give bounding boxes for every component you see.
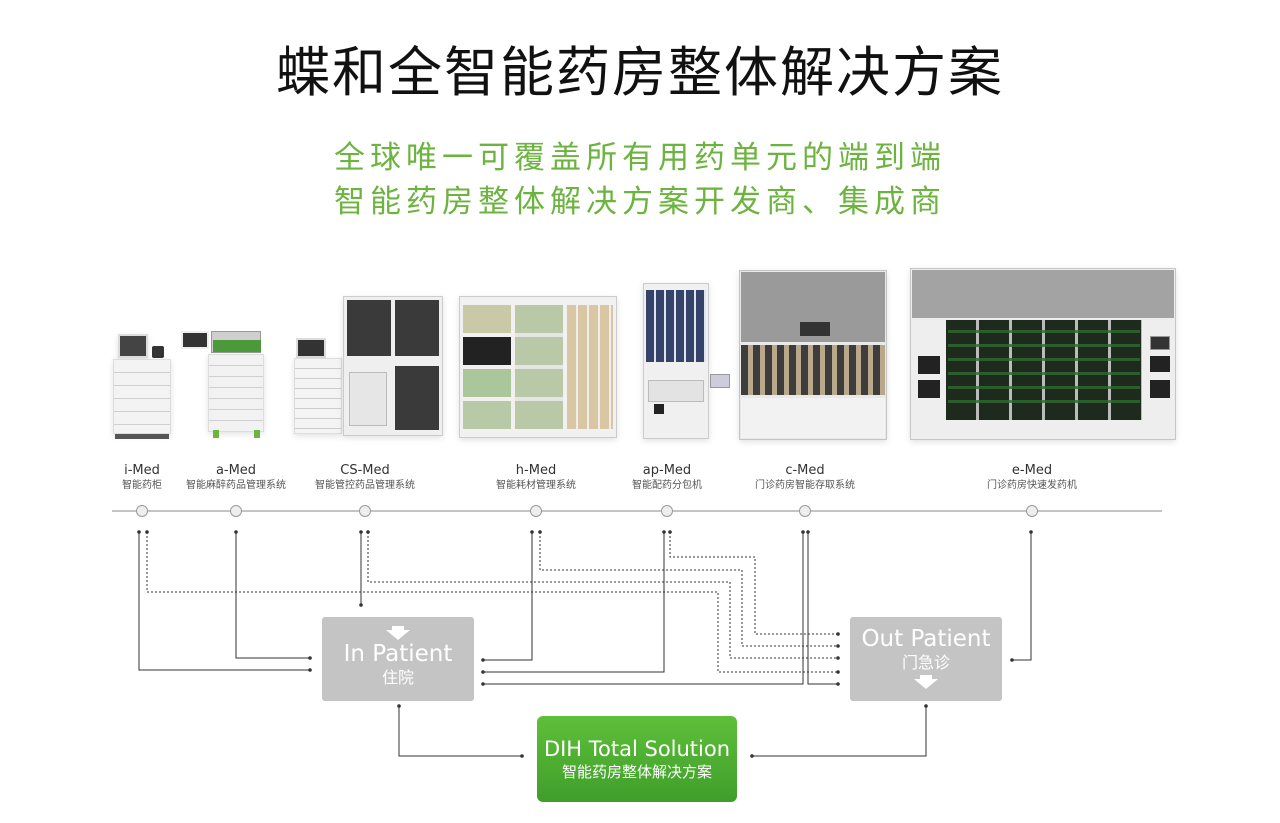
out-patient-box: Out Patient 门急诊 — [850, 617, 1002, 701]
product-label-i-med: i-Med 智能药柜 — [62, 463, 222, 493]
product-label-h-med: h-Med 智能耗材管理系统 — [456, 463, 616, 493]
product-desc: 智能管控药品管理系统 — [315, 480, 415, 491]
subtitle-line-2: 智能药房整体解决方案开发商、集成商 — [334, 184, 946, 220]
dih-total-solution-box: DIH Total Solution 智能药房整体解决方案 — [537, 716, 737, 802]
product-desc: 智能耗材管理系统 — [496, 480, 576, 491]
out-patient-subtitle: 门急诊 — [901, 653, 950, 672]
product-label-cs-med: CS-Med 智能管控药品管理系统 — [285, 463, 445, 493]
timeline-nodes — [136, 505, 1038, 517]
page-title: 蝶和全智能药房整体解决方案 — [276, 41, 1004, 104]
down-arrow-icon — [850, 675, 1002, 689]
product-desc: 智能药柜 — [122, 480, 162, 491]
product-desc: 智能配药分包机 — [632, 480, 702, 491]
product-name: c-Med — [785, 463, 825, 478]
product-label-ap-med: ap-Med 智能配药分包机 — [587, 463, 747, 493]
product-name: CS-Med — [340, 463, 390, 478]
product-name: i-Med — [124, 463, 160, 478]
in-patient-box: In Patient 住院 — [322, 617, 474, 701]
product-name: ap-Med — [642, 463, 692, 478]
product-desc: 智能麻醉药品管理系统 — [186, 480, 286, 491]
product-desc: 门诊药房智能存取系统 — [755, 480, 855, 491]
product-name: a-Med — [215, 463, 257, 478]
in-patient-title: In Patient — [343, 641, 453, 667]
product-label-e-med: e-Med 门诊药房快速发药机 — [952, 463, 1112, 493]
subtitle-line-1: 全球唯一可覆盖所有用药单元的端到端 — [334, 140, 946, 176]
product-name: h-Med — [515, 463, 557, 478]
down-arrow-icon — [322, 626, 474, 640]
product-desc: 门诊药房快速发药机 — [987, 480, 1077, 491]
product-name: e-Med — [1011, 463, 1053, 478]
in-patient-subtitle: 住院 — [381, 668, 414, 687]
dih-title: DIH Total Solution — [543, 737, 731, 761]
out-patient-title: Out Patient — [861, 626, 991, 652]
product-label-c-med: c-Med 门诊药房智能存取系统 — [725, 463, 885, 493]
dih-subtitle: 智能药房整体解决方案 — [561, 763, 712, 781]
product-label-a-med: a-Med 智能麻醉药品管理系统 — [156, 463, 316, 493]
